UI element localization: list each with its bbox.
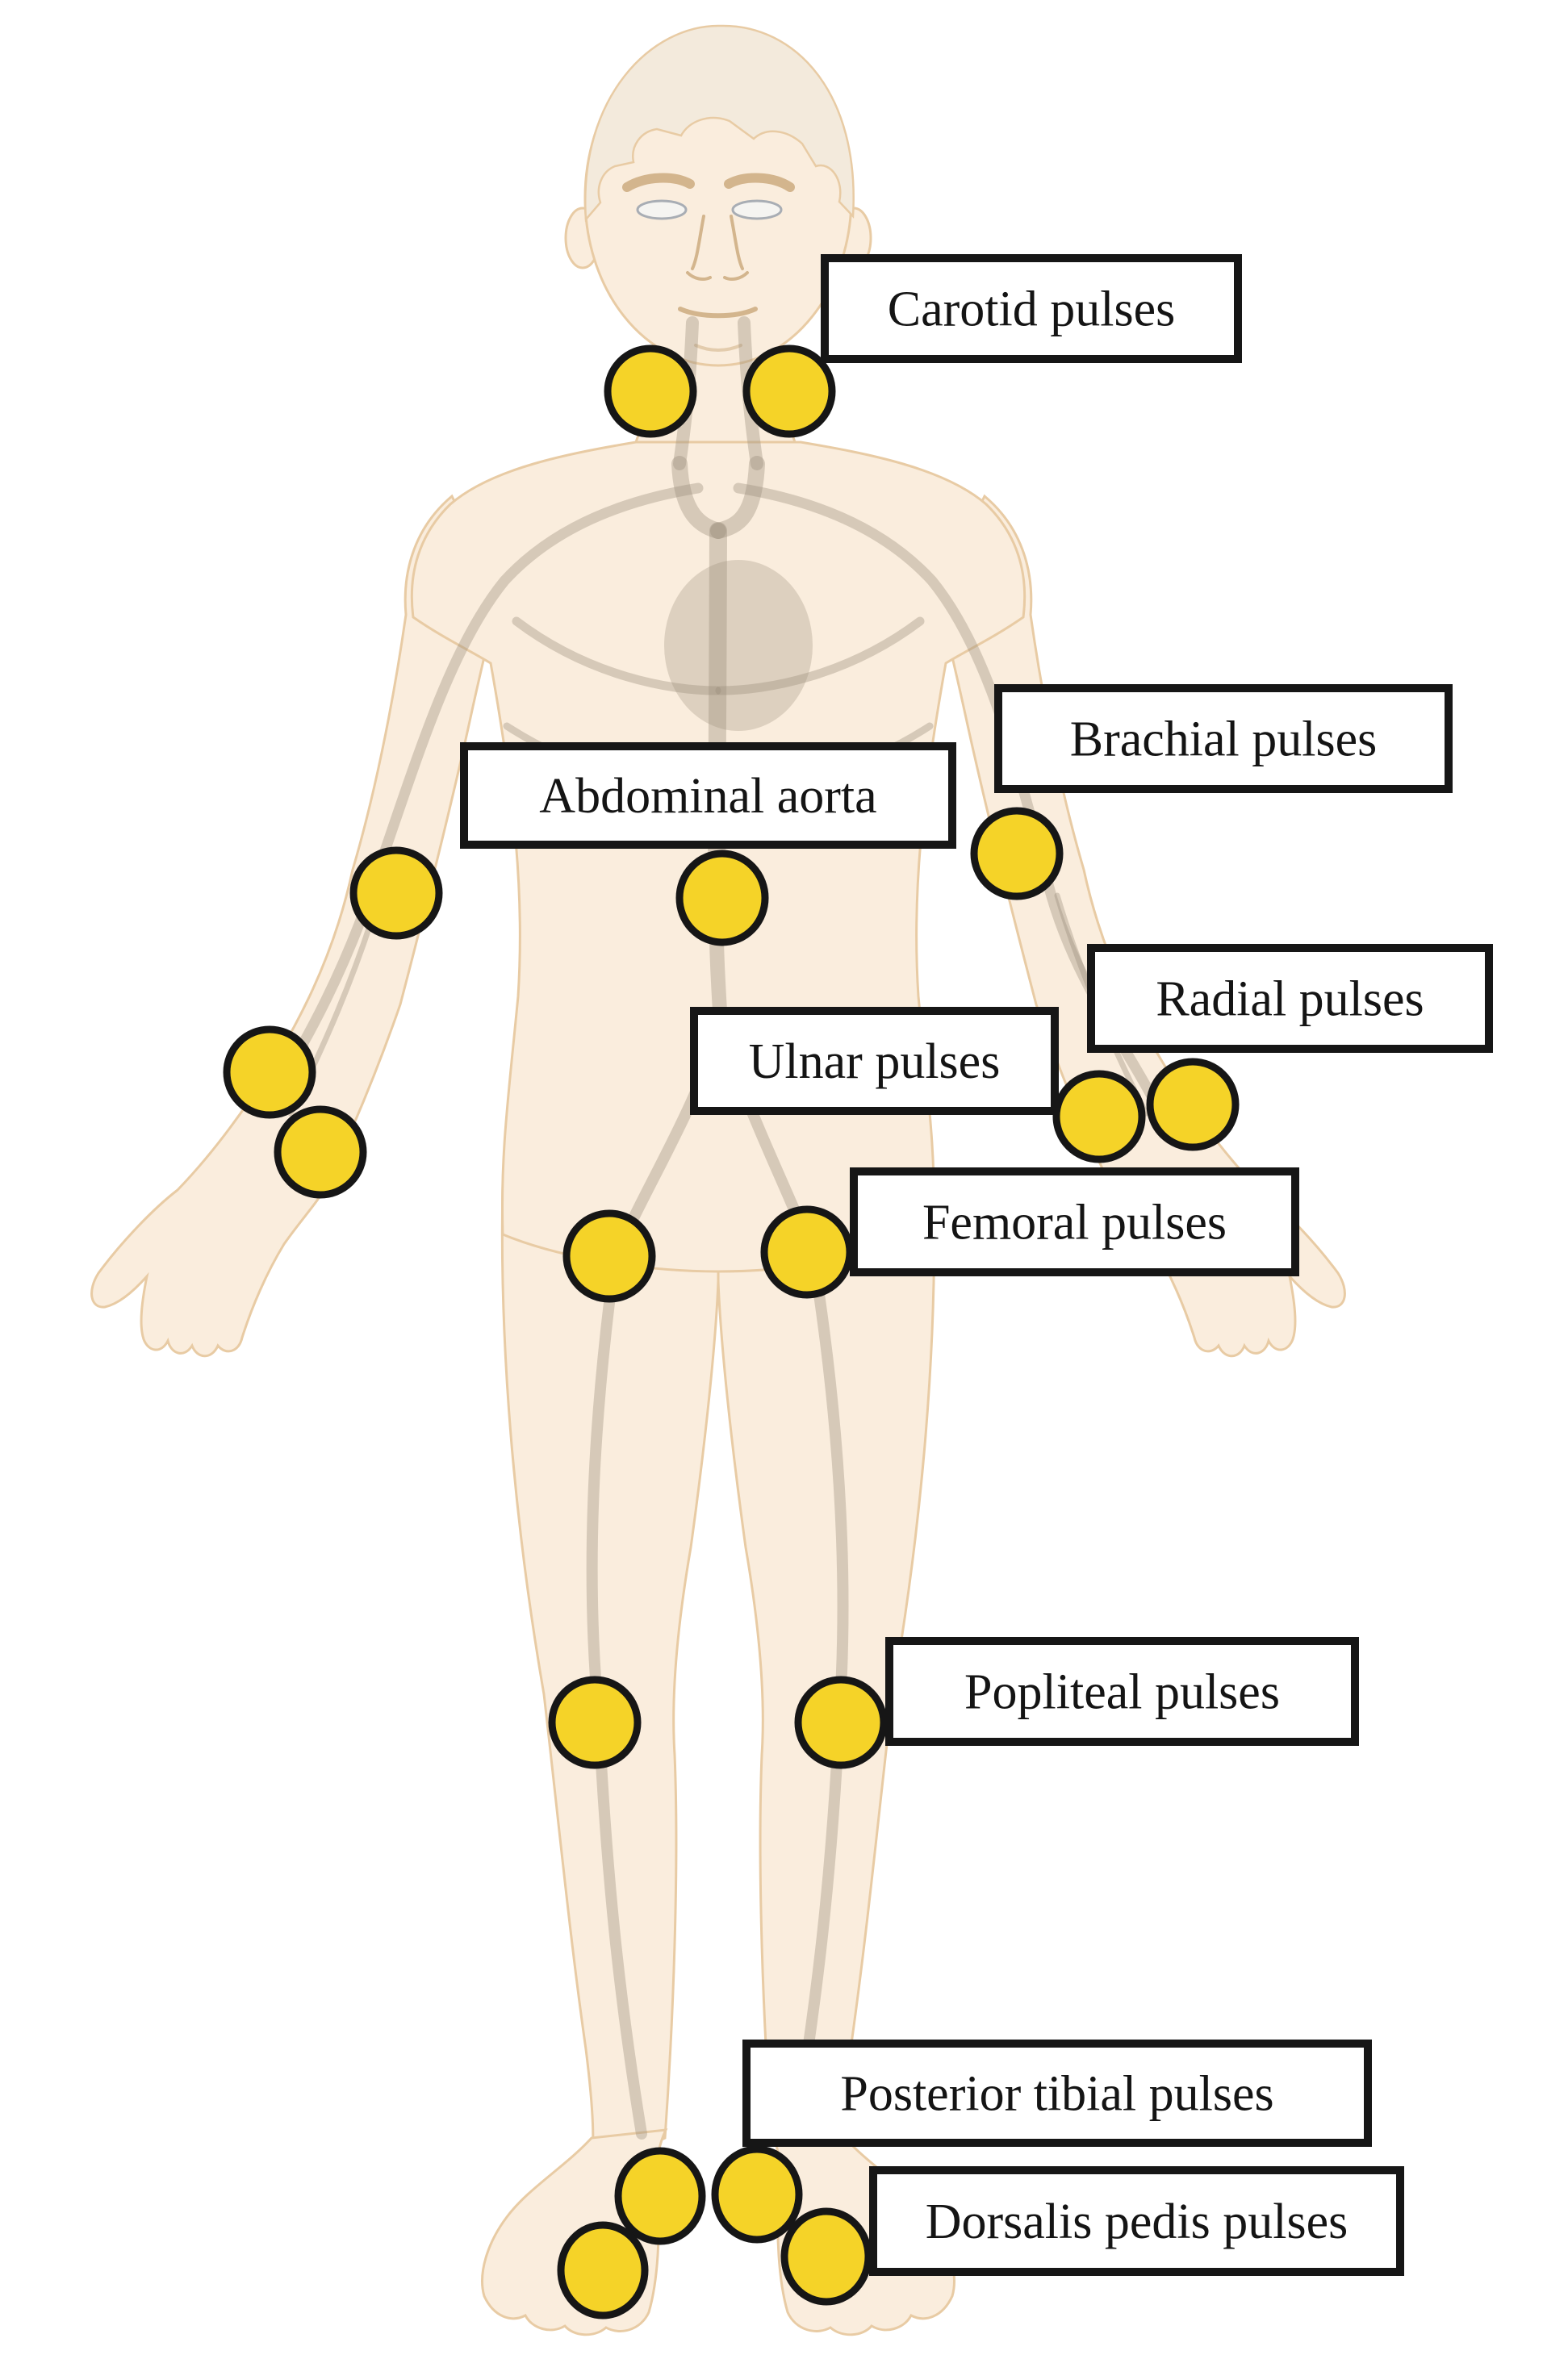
label-box (869, 2166, 1404, 2276)
label-text: Ulnar pulses (749, 1034, 1001, 1089)
nose (686, 215, 749, 281)
label-box (850, 1167, 1299, 1276)
pulse-markers (223, 344, 1240, 2319)
pulse-marker-carotid-left (742, 344, 836, 438)
pulse-marker-dorsalis-pedis-right (557, 2221, 649, 2319)
label-popliteal: Popliteal pulses (885, 1637, 1359, 1746)
pulse-marker-brachial-right (349, 846, 443, 940)
label-text: Popliteal pulses (964, 1665, 1280, 1720)
pulse-marker-femoral-left (760, 1205, 854, 1299)
label-dorsalis-pedis: Dorsalis pedis pulses (869, 2166, 1404, 2276)
pulse-marker-radial-right (223, 1025, 316, 1119)
label-box (460, 742, 956, 849)
label-text: Abdominal aorta (539, 769, 876, 824)
pulse-marker-posterior-tibial-left (711, 2145, 803, 2244)
pulse-marker-radial-left (1146, 1058, 1240, 1151)
pulse-marker-brachial-left (970, 807, 1064, 900)
label-ulnar: Ulnar pulses (690, 1007, 1059, 1115)
eye-right (636, 199, 688, 220)
label-box (742, 2040, 1372, 2147)
label-text: Dorsalis pedis pulses (926, 2194, 1348, 2249)
eye-left (731, 199, 783, 220)
mouth (678, 307, 758, 319)
chin-crease (694, 344, 742, 352)
label-box (994, 684, 1453, 793)
label-text: Femoral pulses (922, 1196, 1227, 1251)
label-abdominal-aorta: Abdominal aorta (460, 742, 956, 849)
pulse-marker-carotid-right (604, 344, 697, 438)
label-radial: Radial pulses (1087, 944, 1493, 1053)
pulse-marker-posterior-tibial-right (614, 2147, 706, 2245)
label-carotid: Carotid pulses (821, 254, 1242, 363)
eyebrow-left (724, 173, 795, 192)
label-text: Posterior tibial pulses (840, 2067, 1273, 2122)
label-box (885, 1637, 1359, 1746)
label-text: Carotid pulses (888, 282, 1175, 337)
pulse-marker-dorsalis-pedis-left (780, 2207, 872, 2306)
label-text: Brachial pulses (1070, 712, 1378, 767)
label-posterior-tibial: Posterior tibial pulses (742, 2040, 1372, 2147)
hair (584, 24, 855, 223)
label-box (1087, 944, 1493, 1053)
label-brachial: Brachial pulses (994, 684, 1453, 793)
pulse-marker-ulnar-left (1052, 1070, 1146, 1163)
pulse-marker-popliteal-right (548, 1676, 642, 1769)
pulse-marker-abdominal-aorta (675, 850, 769, 946)
pulse-marker-ulnar-right (274, 1105, 367, 1199)
pulse-marker-femoral-right (562, 1209, 656, 1303)
label-box (690, 1007, 1059, 1115)
label-box (821, 254, 1242, 363)
eyebrow-right (622, 173, 695, 192)
label-text: Radial pulses (1156, 972, 1424, 1027)
pulse-marker-popliteal-left (794, 1676, 888, 1769)
label-femoral: Femoral pulses (850, 1167, 1299, 1276)
